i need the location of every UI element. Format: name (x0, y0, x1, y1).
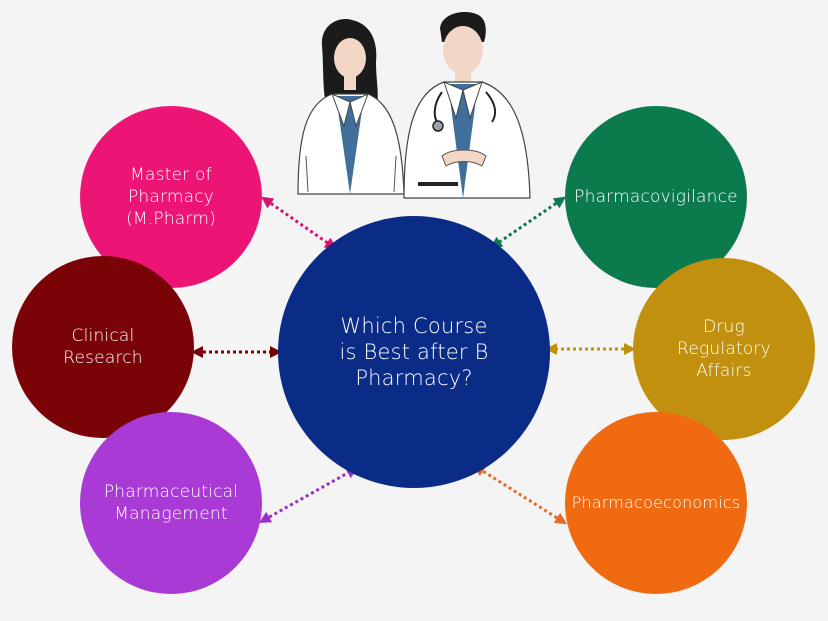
center-question-label: Which Course is Best after B Pharmacy? (339, 314, 489, 390)
connector-pharmacoeconomics (472, 464, 568, 525)
course-bubble-pharmacovigilance: Pharmacovigilance (565, 106, 747, 288)
male-doctor-icon (403, 12, 531, 199)
course-bubble-regulatory-affairs: Drug Regulatory Affairs (633, 258, 815, 440)
female-doctor-icon (297, 19, 405, 195)
course-bubble-pharma-management: Pharmaceutical Management (80, 412, 262, 594)
course-bubble-clinical-research: Clinical Research (12, 256, 194, 438)
connector-pharma-management (258, 467, 359, 523)
course-bubble-pharmacoeconomics: Pharmacoeconomics (565, 412, 747, 594)
course-label-clinical-research: Clinical Research (63, 326, 143, 368)
course-label-pharma-management: Pharmaceutical Management (103, 482, 239, 524)
course-label-mpharm: Master of Pharmacy (M.Pharm) (126, 165, 216, 229)
connector-pharmacovigilance (490, 196, 566, 249)
doctors-illustration-icon (297, 12, 531, 199)
center-question-bubble: Which Course is Best after B Pharmacy? (278, 216, 550, 488)
course-label-pharmacoeconomics: Pharmacoeconomics (571, 493, 741, 512)
course-label-regulatory-affairs: Drug Regulatory Affairs (677, 317, 771, 381)
connector-mpharm (261, 196, 337, 250)
course-label-pharmacovigilance: Pharmacovigilance (574, 187, 738, 207)
